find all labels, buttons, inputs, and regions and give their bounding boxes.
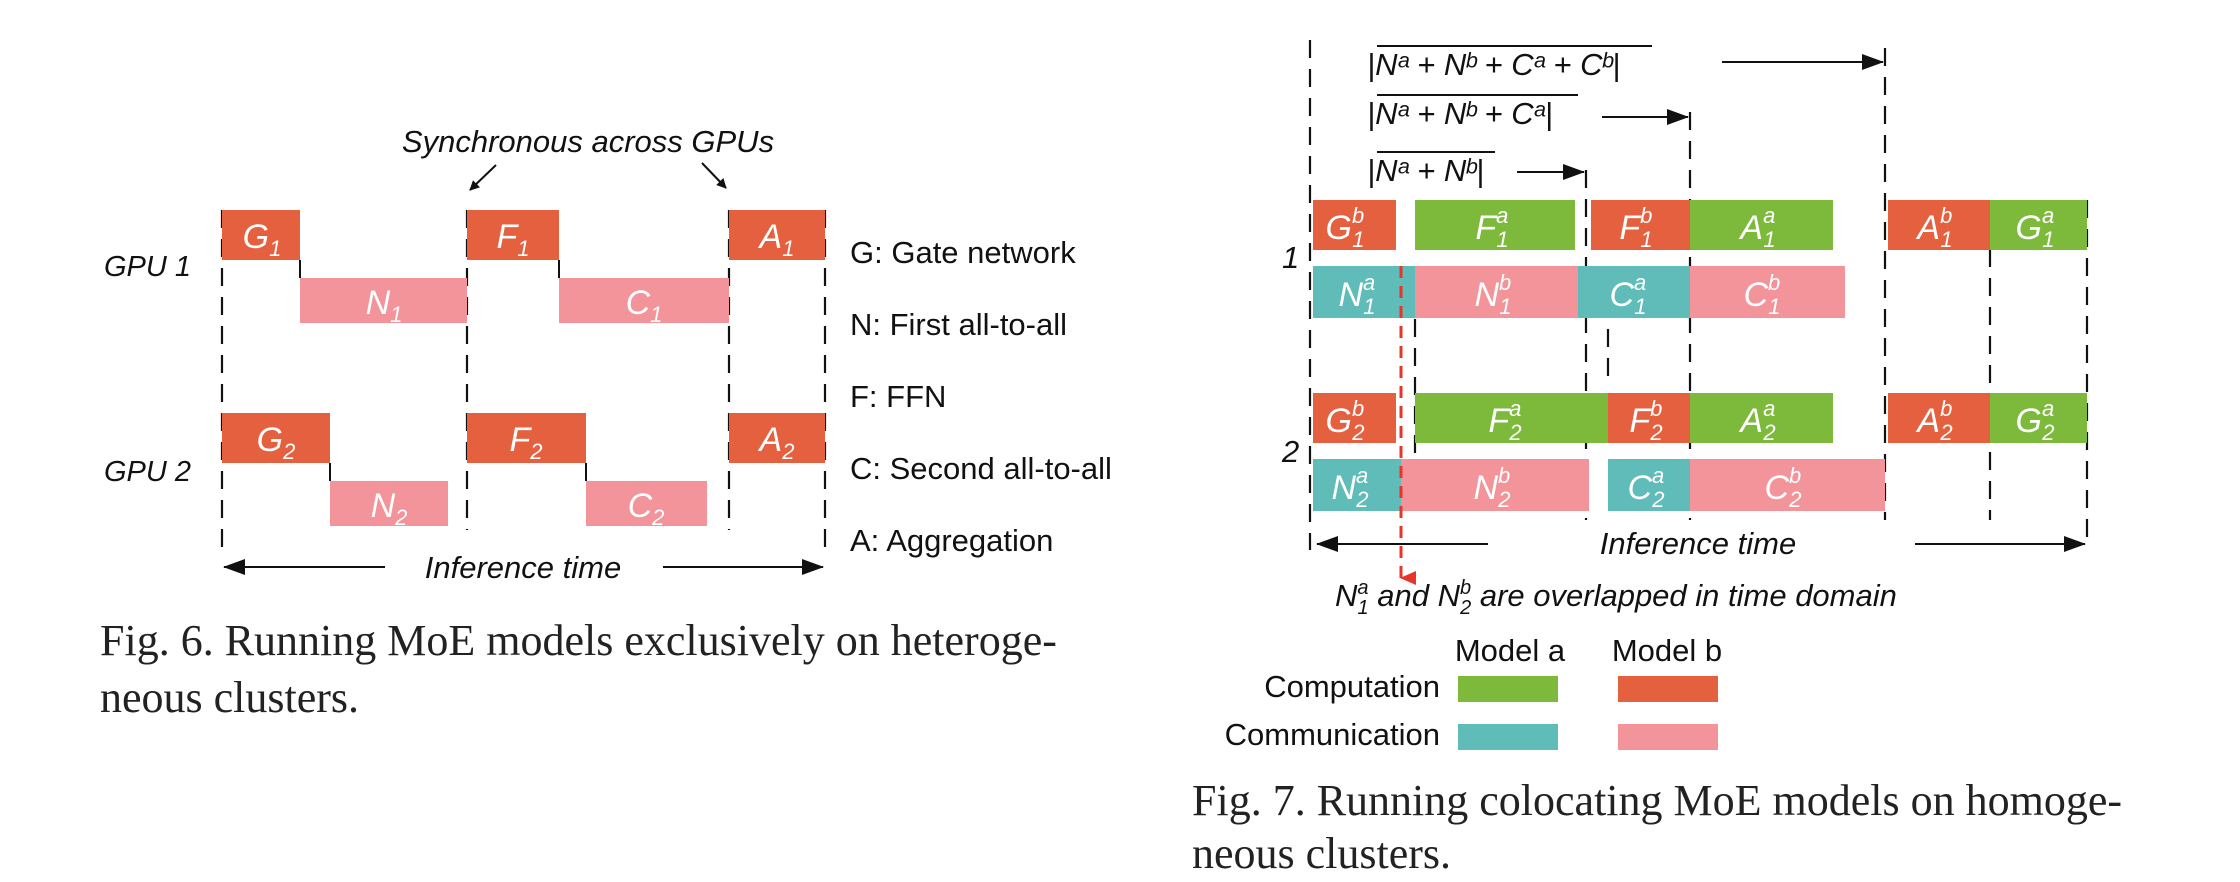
svg-text:Na2: Na2 (1331, 463, 1368, 512)
svg-text:Gb2: Gb2 (1326, 396, 1365, 445)
fig7-legend-model-b: Model b (1612, 633, 1722, 668)
fig6-caption-line2: neous clusters. (100, 673, 359, 722)
fig7-legend-swatch-comp-a (1458, 676, 1558, 702)
svg-text:Ca2: Ca2 (1627, 463, 1664, 512)
fig6-block-n2: N2 (330, 481, 448, 530)
svg-text:Nb1: Nb1 (1474, 270, 1511, 319)
svg-text:Cb1: Cb1 (1743, 270, 1780, 319)
svg-text:G2: G2 (257, 421, 296, 464)
fig7-row1-label: 1 (1282, 240, 1299, 275)
fig6-block-f1: F1 (467, 210, 559, 261)
svg-text:F1: F1 (496, 218, 529, 261)
fig6-legend-item: N: First all-to-all (850, 307, 1067, 342)
svg-text:Ga2: Ga2 (2016, 396, 2055, 445)
fig7-bracket-3: |Nᵃ + Nᵇ| (1367, 151, 1585, 188)
svg-text:F2: F2 (509, 421, 542, 464)
fig6-block-g2: G2 (222, 413, 330, 464)
svg-text:Fa1: Fa1 (1475, 203, 1508, 252)
fig6-block-a1: A1 (729, 210, 825, 261)
fig7-bracket-1: |Nᵃ + Nᵇ + Cᵃ + Cᵇ| (1367, 45, 1884, 82)
fig7-legend-communication: Communication (1225, 717, 1440, 752)
fig6-legend-item: G: Gate network (850, 235, 1076, 270)
svg-text:|Nᵃ + Nᵇ|: |Nᵃ + Nᵇ| (1367, 153, 1484, 188)
svg-text:Fb1: Fb1 (1619, 203, 1652, 252)
svg-text:C1: C1 (626, 284, 663, 327)
fig7-legend-swatch-comp-b (1618, 676, 1718, 702)
fig7-row2-label: 2 (1281, 434, 1299, 469)
fig6-legend-item: C: Second all-to-all (850, 451, 1112, 486)
svg-text:Aa1: Aa1 (1738, 203, 1775, 252)
svg-text:G1: G1 (243, 218, 282, 261)
svg-text:C2: C2 (628, 487, 665, 530)
svg-text:Na1: Na1 (1338, 270, 1375, 319)
fig7-caption-line2: neous clusters. (1192, 829, 1451, 878)
svg-text:|Nᵃ + Nᵇ + Cᵃ + Cᵇ|: |Nᵃ + Nᵇ + Cᵃ + Cᵇ| (1367, 47, 1620, 82)
fig6-diagram: Synchronous across GPUs GPU 1 GPU 2 G1 N… (100, 124, 1112, 722)
svg-text:Ga1: Ga1 (2016, 203, 2055, 252)
fig6-sync-arrow-right (701, 162, 727, 189)
svg-text:Aa2: Aa2 (1738, 396, 1775, 445)
fig7-time-label: Inference time (1600, 526, 1796, 561)
fig6-gpu2-label: GPU 2 (104, 456, 191, 488)
fig6-block-f2: F2 (467, 413, 586, 464)
fig6-caption-line1: Fig. 6. Running MoE models exclusively o… (100, 616, 1057, 665)
fig7-legend-swatch-comm-b (1618, 724, 1718, 750)
fig6-block-c1: C1 (559, 278, 729, 327)
fig6-legend-item: A: Aggregation (850, 523, 1053, 558)
fig6-sync-arrow-left (469, 164, 497, 191)
svg-text:N1: N1 (366, 284, 403, 327)
fig7-legend-model-a: Model a (1455, 633, 1566, 668)
fig7-legend-swatch-comm-a (1458, 724, 1558, 750)
svg-text:A2: A2 (758, 421, 795, 464)
fig6-time-label: Inference time (425, 550, 621, 585)
fig7-bracket-2: |Nᵃ + Nᵇ + Cᵃ| (1367, 94, 1689, 131)
fig6-legend-item: F: FFN (850, 379, 946, 414)
fig7-legend-computation: Computation (1264, 669, 1440, 704)
fig7-diagram: |Nᵃ + Nᵇ + Cᵃ + Cᵇ| |Nᵃ + Nᵇ + Cᵃ| |Nᵃ +… (1192, 40, 2122, 878)
svg-text:Fb2: Fb2 (1629, 396, 1662, 445)
fig6-block-a2: A2 (729, 413, 825, 464)
svg-text:Ca1: Ca1 (1609, 270, 1646, 319)
svg-text:Cb2: Cb2 (1764, 463, 1801, 512)
fig7-caption-line1: Fig. 7. Running colocating MoE models on… (1192, 776, 2122, 825)
svg-text:Nb2: Nb2 (1473, 463, 1510, 512)
fig6-gpu1-label: GPU 1 (104, 251, 191, 283)
svg-text:|Nᵃ + Nᵇ + Cᵃ|: |Nᵃ + Nᵇ + Cᵃ| (1367, 96, 1553, 131)
fig6-block-c2: C2 (586, 481, 707, 530)
svg-text:Ab2: Ab2 (1915, 396, 1952, 445)
fig6-sync-label: Synchronous across GPUs (402, 124, 774, 159)
svg-text:N2: N2 (371, 487, 408, 530)
svg-text:Gb1: Gb1 (1326, 203, 1365, 252)
svg-text:A1: A1 (758, 218, 795, 261)
fig6-block-n1: N1 (300, 278, 467, 327)
svg-text:Ab1: Ab1 (1915, 203, 1952, 252)
fig6-block-g1: G1 (222, 210, 300, 261)
svg-text:Fa2: Fa2 (1488, 396, 1521, 445)
